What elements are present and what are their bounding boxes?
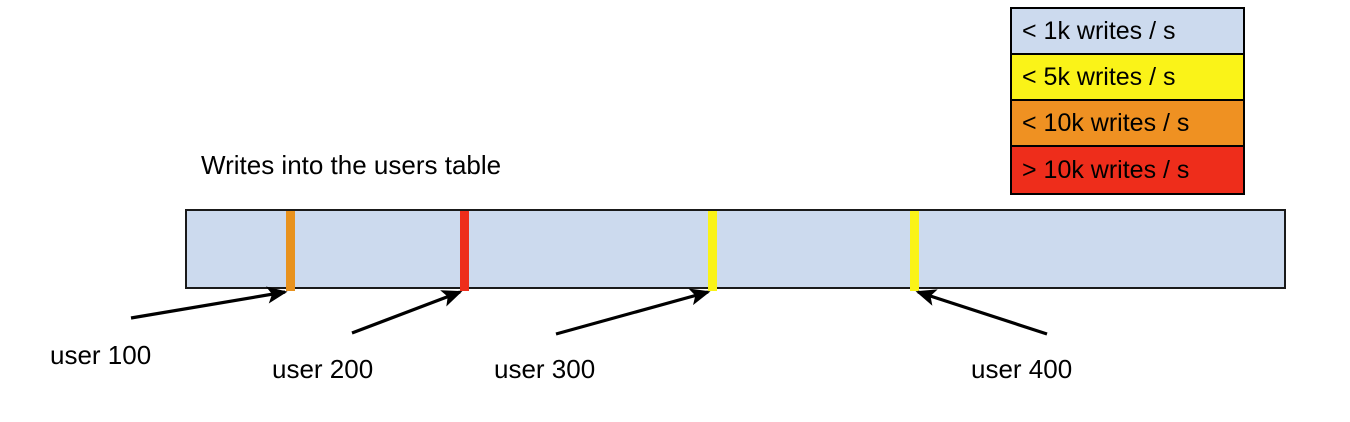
legend-item-label: < 5k writes / s (1022, 62, 1176, 91)
arrow-user-100 (130, 286, 288, 320)
marker-user-300 (707, 211, 717, 291)
callout-label-user-100: user 100 (50, 340, 152, 370)
write-rate-legend: < 1k writes / s < 5k writes / s < 10k wr… (1010, 7, 1245, 195)
marker-user-200 (459, 211, 469, 291)
marker-user-400 (910, 211, 920, 291)
legend-item-label: > 10k writes / s (1022, 155, 1190, 184)
arrow-user-400 (915, 289, 1048, 336)
legend-item-label: < 10k writes / s (1022, 108, 1190, 137)
chart-title: Writes into the users table (201, 150, 502, 180)
legend-item-lt-10k: < 10k writes / s (1012, 101, 1243, 147)
marker-user-100 (285, 211, 295, 291)
callout-label-user-300: user 300 (494, 354, 596, 384)
legend-item-label: < 1k writes / s (1022, 16, 1176, 45)
callout-label-user-200: user 200 (272, 354, 374, 384)
legend-item-gt-10k: > 10k writes / s (1012, 147, 1243, 193)
arrow-user-200 (351, 290, 463, 335)
arrow-user-300 (555, 288, 711, 336)
users-table-range-bar (185, 209, 1286, 291)
callout-label-user-400: user 400 (971, 354, 1073, 384)
legend-item-lt-1k: < 1k writes / s (1012, 9, 1243, 55)
legend-item-lt-5k: < 5k writes / s (1012, 55, 1243, 101)
